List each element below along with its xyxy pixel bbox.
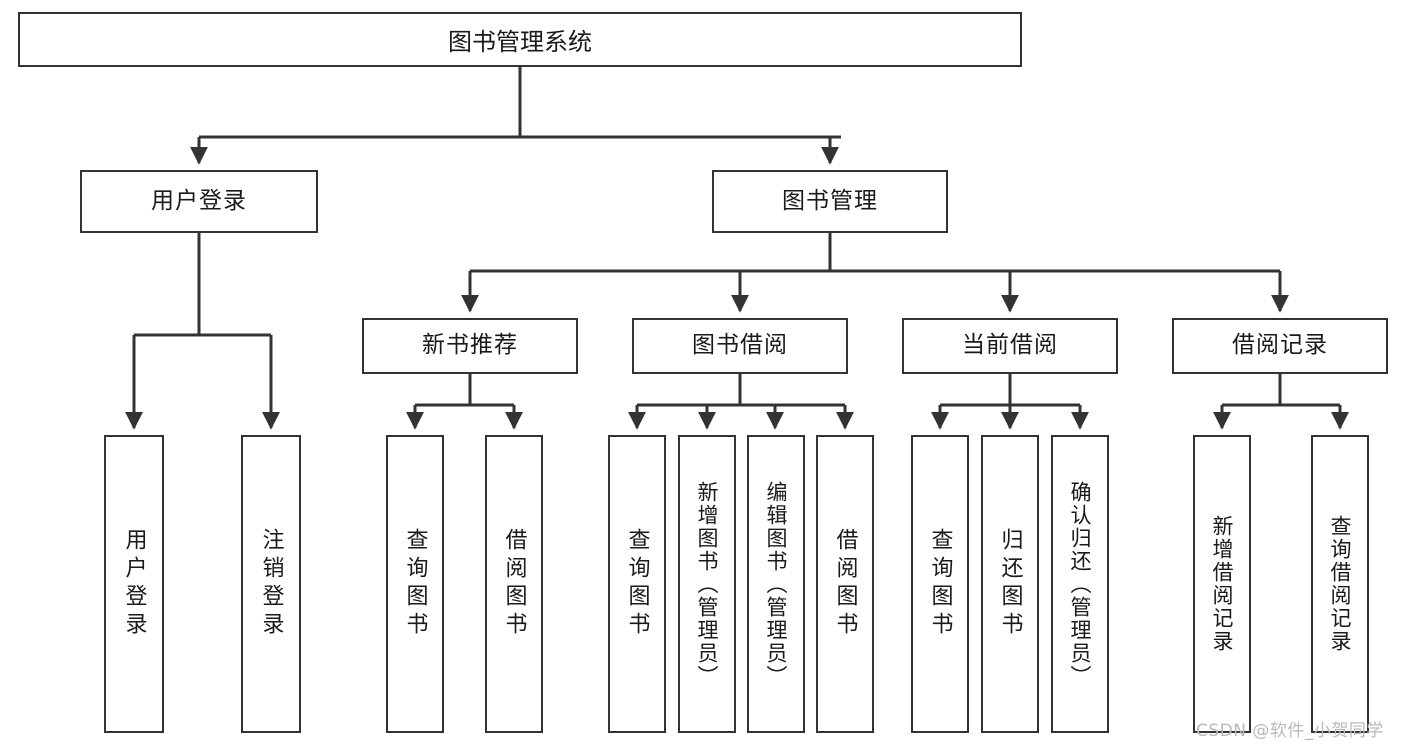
leaf-borrow-borrow-book[interactable]: 借阅图书 — [816, 435, 874, 733]
node-borrow-record[interactable]: 借阅记录 — [1172, 318, 1388, 374]
leaf-record-query-record[interactable]: 查询借阅记录 — [1311, 435, 1369, 733]
leaf-current-return-book[interactable]: 归还图书 — [981, 435, 1039, 733]
leaf-user-login-login[interactable]: 用户登录 — [104, 435, 164, 733]
leaf-record-add-record[interactable]: 新增借阅记录 — [1193, 435, 1251, 733]
leaf-user-login-logout[interactable]: 注销登录 — [241, 435, 301, 733]
node-book-management[interactable]: 图书管理 — [712, 170, 948, 233]
leaf-current-query-book[interactable]: 查询图书 — [911, 435, 969, 733]
node-new-book-recommend[interactable]: 新书推荐 — [362, 318, 578, 374]
leaf-new-book-borrow[interactable]: 借阅图书 — [485, 435, 543, 733]
leaf-borrow-edit-book-admin[interactable]: 编辑图书（管理员） — [747, 435, 805, 733]
node-root-system[interactable]: 图书管理系统 — [18, 12, 1022, 67]
leaf-borrow-add-book-admin[interactable]: 新增图书（管理员） — [678, 435, 736, 733]
leaf-borrow-query-book[interactable]: 查询图书 — [608, 435, 666, 733]
leaf-current-confirm-return-admin[interactable]: 确认归还（管理员） — [1051, 435, 1109, 733]
node-current-borrow[interactable]: 当前借阅 — [902, 318, 1118, 374]
leaf-new-book-query[interactable]: 查询图书 — [386, 435, 444, 733]
node-user-login[interactable]: 用户登录 — [80, 170, 318, 233]
node-book-borrow[interactable]: 图书借阅 — [632, 318, 848, 374]
csdn-watermark: CSDN @软件_小贺同学 — [1196, 721, 1384, 741]
